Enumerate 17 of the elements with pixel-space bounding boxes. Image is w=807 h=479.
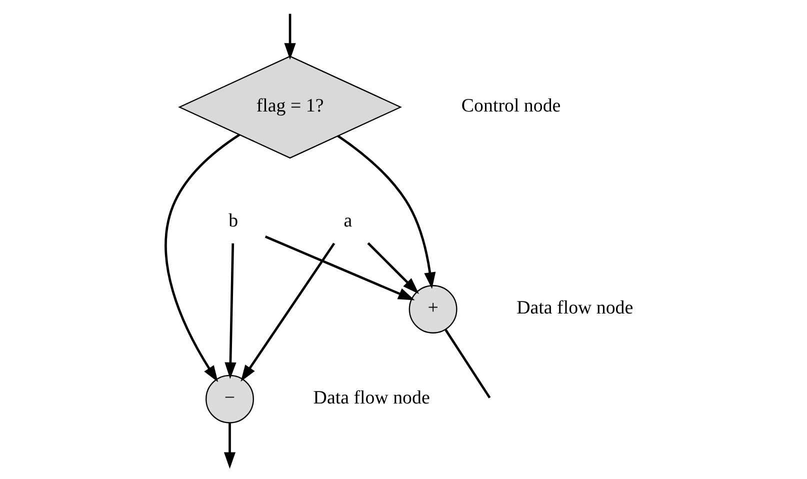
node-circle: − — [205, 374, 254, 424]
node-circle: + — [408, 285, 457, 334]
arrow — [264, 236, 414, 300]
node-text: b — [228, 210, 238, 232]
node-diamond: flag = 1? — [178, 56, 402, 159]
arrow — [224, 243, 236, 379]
connector — [444, 329, 490, 398]
node-label: Control node — [460, 96, 560, 117]
node-label: Data flow node — [516, 298, 633, 319]
arrow — [336, 135, 436, 289]
node-label: Data flow node — [312, 388, 430, 409]
arrow — [223, 423, 236, 469]
node-text: a — [343, 210, 352, 232]
arrow — [366, 242, 418, 294]
arrow — [164, 134, 240, 382]
arrow — [240, 242, 335, 382]
arrow — [284, 14, 296, 60]
